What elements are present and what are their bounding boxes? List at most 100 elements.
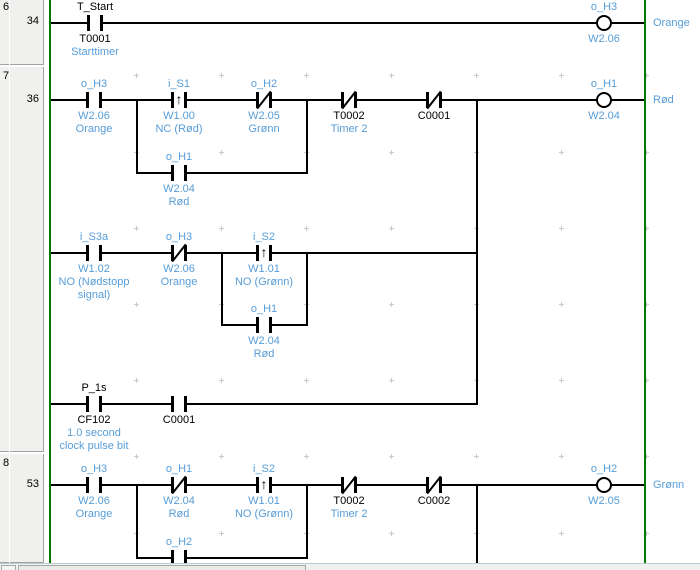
- symbol-name: o_H3: [80, 78, 108, 90]
- symbol-address: W1.01: [248, 263, 280, 275]
- symbol-name: o_H1: [590, 78, 618, 90]
- contact-symbol: [171, 477, 174, 493]
- up-arrow-icon: ↑: [175, 91, 183, 107]
- grid-mark: [389, 226, 394, 231]
- contact-symbol: [86, 477, 89, 493]
- symbol-address: W2.04: [248, 335, 280, 347]
- contact-gap: [174, 550, 184, 566]
- symbol-comment: Orange: [75, 123, 113, 135]
- contact-symbol: [269, 92, 272, 108]
- rung-number: 7: [3, 70, 10, 82]
- symbol-address: T0001: [79, 33, 111, 45]
- symbol-comment: Rød: [253, 348, 275, 360]
- grid-mark: [389, 454, 394, 459]
- grid-mark: [219, 73, 224, 78]
- contact-symbol: [86, 92, 89, 108]
- grid-mark: [219, 454, 224, 459]
- symbol-comment: Orange: [75, 508, 113, 520]
- symbol-name: o_H1: [250, 303, 278, 315]
- grid-mark: [389, 302, 394, 307]
- grid-mark: [644, 378, 649, 383]
- symbol-comment: NO (Grønn): [234, 508, 294, 520]
- symbol-name: o_H1: [165, 151, 193, 163]
- contact-gap: [89, 396, 99, 412]
- grid-mark: [559, 378, 564, 383]
- symbol-name: P_1s: [81, 382, 107, 394]
- contact-symbol: [439, 92, 442, 108]
- contact-gap: [259, 317, 269, 333]
- scrollbar-thumb[interactable]: [18, 565, 306, 570]
- symbol-address: W2.06: [588, 33, 620, 45]
- rung-margin-7[interactable]: [0, 67, 44, 452]
- grid-mark: [644, 531, 649, 536]
- symbol-comment: NO (Nødstopp signal): [58, 276, 130, 301]
- contact-gap: [89, 245, 99, 261]
- contact-symbol: [256, 92, 259, 108]
- output-comment: Grønn: [653, 479, 685, 491]
- symbol-name: o_H1: [165, 463, 193, 475]
- scroll-left-button[interactable]: [1, 565, 16, 570]
- symbol-comment: Rød: [168, 196, 190, 208]
- grid-mark: [134, 378, 139, 383]
- contact-symbol: [269, 477, 272, 493]
- symbol-address: W1.00: [163, 110, 195, 122]
- symbol-comment: NC (Rød): [155, 123, 203, 135]
- contact-symbol: [99, 245, 102, 261]
- symbol-comment: Timer 2: [330, 508, 368, 520]
- wire-horizontal: [137, 172, 308, 174]
- contact-symbol: [184, 92, 187, 108]
- grid-mark: [219, 226, 224, 231]
- symbol-name: o_H2: [165, 536, 193, 548]
- contact-symbol: [341, 477, 344, 493]
- margin-divider: [9, 0, 10, 563]
- wire-vertical: [476, 99, 478, 405]
- grid-mark: [389, 531, 394, 536]
- wire-horizontal: [51, 403, 478, 405]
- grid-mark: [389, 150, 394, 155]
- symbol-address: W1.01: [248, 495, 280, 507]
- grid-mark: [389, 378, 394, 383]
- symbol-address: W2.05: [248, 110, 280, 122]
- grid-mark: [389, 73, 394, 78]
- grid-mark: [219, 531, 224, 536]
- symbol-comment: Rød: [168, 508, 190, 520]
- symbol-address: W2.06: [78, 110, 110, 122]
- grid-mark: [304, 226, 309, 231]
- symbol-comment: Orange: [160, 276, 198, 288]
- symbol-name: i_S2: [252, 231, 276, 243]
- symbol-address: W2.04: [588, 110, 620, 122]
- symbol-comment: Starttimer: [71, 46, 119, 58]
- contact-symbol: [184, 550, 187, 566]
- grid-mark: [474, 73, 479, 78]
- symbol-name: o_H2: [590, 463, 618, 475]
- contact-symbol: [86, 245, 89, 261]
- grid-mark: [559, 150, 564, 155]
- grid-mark: [559, 531, 564, 536]
- coil-icon: [596, 92, 612, 108]
- symbol-address: W2.05: [588, 495, 620, 507]
- grid-mark: [474, 454, 479, 459]
- contact-symbol: [426, 92, 429, 108]
- contact-symbol: [269, 317, 272, 333]
- contact-symbol: [341, 92, 344, 108]
- symbol-comment: NO (Grønn): [234, 276, 294, 288]
- rung-step-number: 34: [26, 15, 39, 27]
- left-power-rail: [49, 0, 51, 563]
- contact-symbol: [171, 92, 174, 108]
- contact-symbol: [354, 92, 357, 108]
- contact-symbol: [171, 550, 174, 566]
- contact-symbol: [184, 477, 187, 493]
- contact-gap: [259, 245, 269, 261]
- symbol-comment: Timer 2: [330, 123, 368, 135]
- grid-mark: [304, 73, 309, 78]
- grid-mark: [559, 302, 564, 307]
- rung-margin-6[interactable]: [0, 0, 44, 65]
- grid-mark: [304, 454, 309, 459]
- wire-horizontal: [51, 22, 644, 24]
- contact-symbol: [87, 15, 90, 31]
- rung-margin-8[interactable]: [0, 454, 44, 563]
- symbol-address: W2.06: [163, 263, 195, 275]
- horizontal-scrollbar[interactable]: [0, 563, 700, 570]
- symbol-address: C0002: [417, 495, 451, 507]
